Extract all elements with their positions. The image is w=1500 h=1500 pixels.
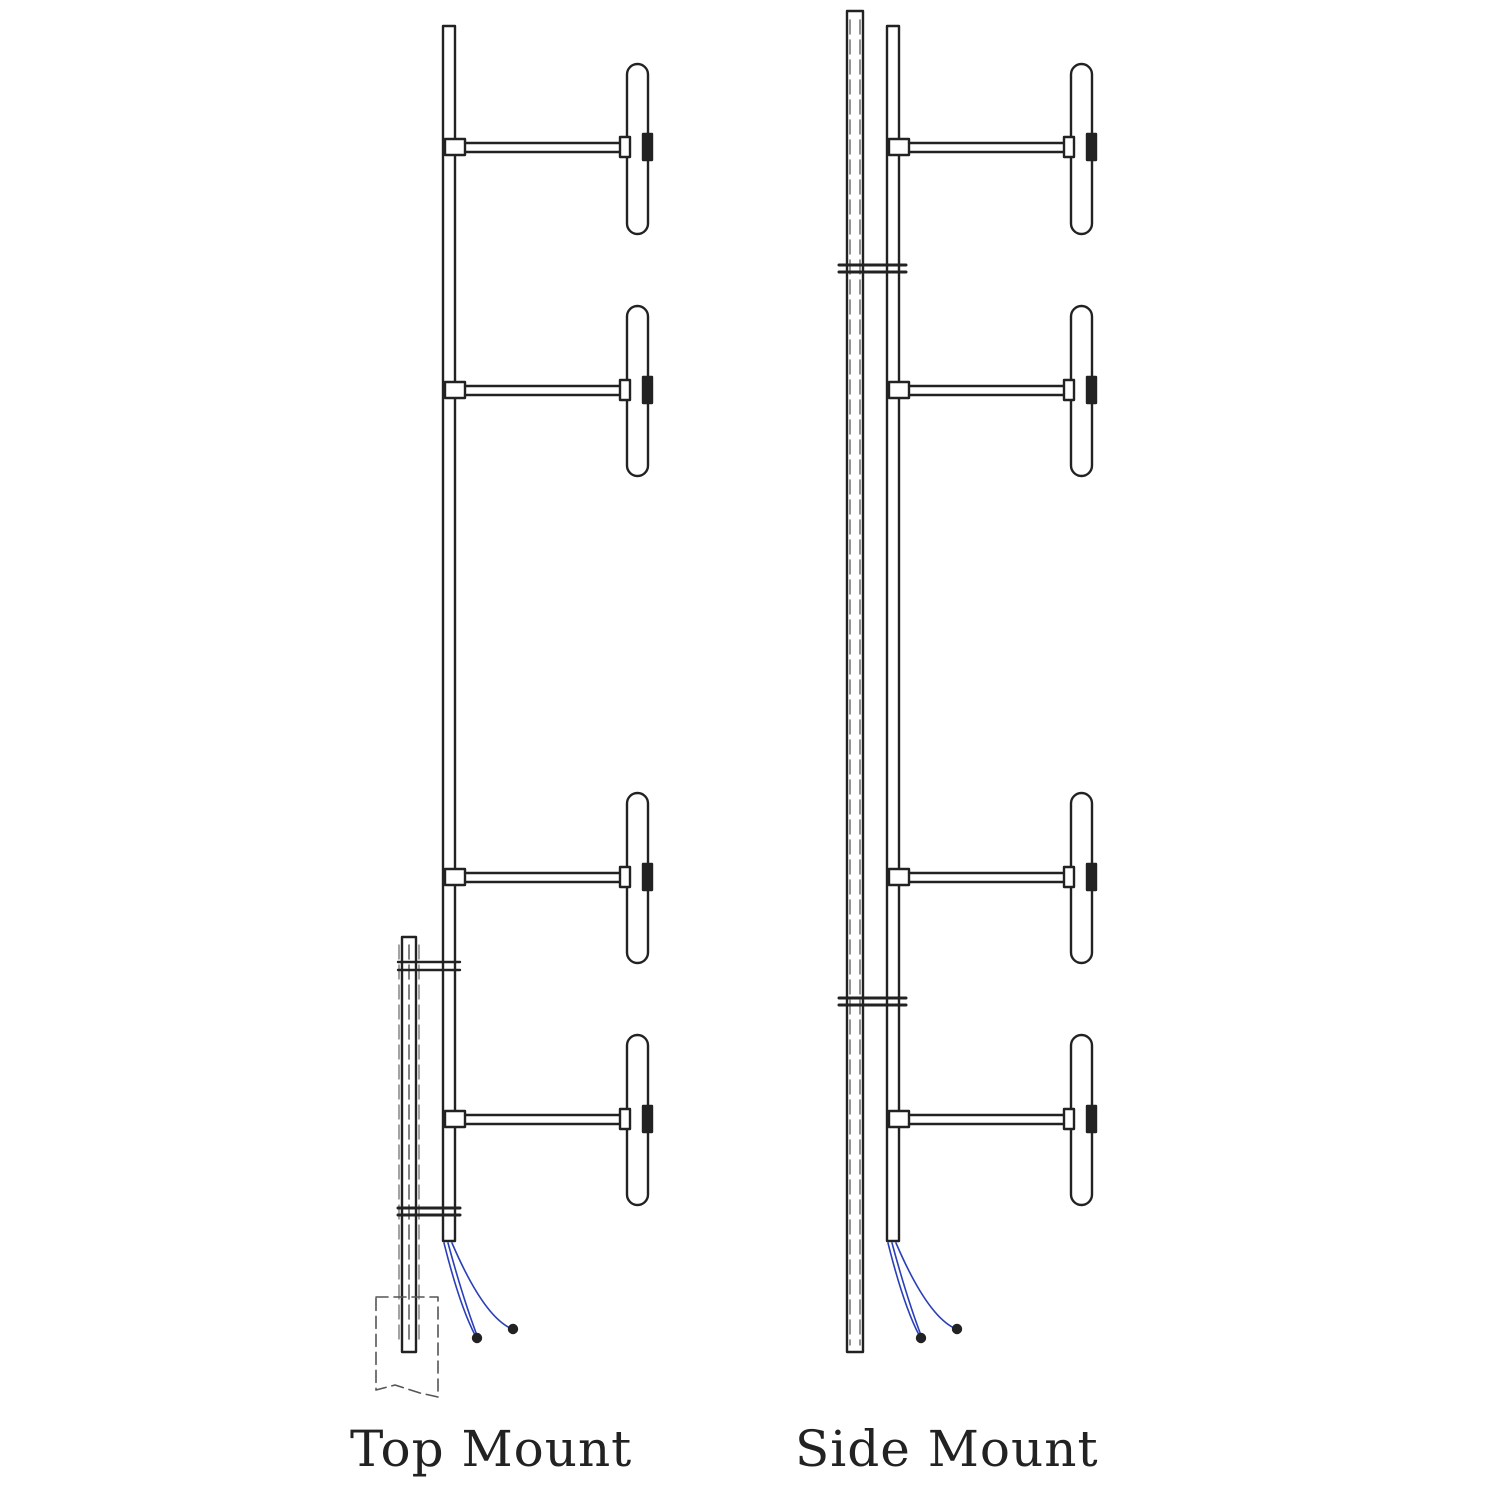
top-mount-dipole-4 <box>443 1033 654 1207</box>
top-mount-dipole-1 <box>443 62 654 236</box>
top-mount-dipole-2 <box>443 304 654 478</box>
top-mount-clamp-upper <box>396 960 462 972</box>
top-mount-dipole-3 <box>443 791 654 965</box>
side-mount-dipole-3 <box>887 791 1098 965</box>
top-mount-connector-2 <box>507 1323 519 1335</box>
top-mount-clamp-lower <box>396 1206 462 1217</box>
side-mount-array <box>837 9 1098 1354</box>
side-mount-clamp-upper <box>837 263 908 274</box>
top-mount-boom <box>441 24 457 1243</box>
side-mount-boom <box>885 24 901 1243</box>
side-mount-connector-2 <box>951 1323 963 1335</box>
side-mount-caption: Side Mount <box>795 1420 1099 1478</box>
top-mount-support-mast <box>375 935 439 1398</box>
side-mount-connector-1 <box>915 1332 927 1344</box>
side-mount-dipole-4 <box>887 1033 1098 1207</box>
top-mount-array <box>375 24 654 1398</box>
top-mount-caption: Top Mount <box>350 1420 633 1478</box>
side-mount-dipole-2 <box>887 304 1098 478</box>
top-mount-feed-cables <box>443 1242 511 1339</box>
side-mount-feed-cables <box>887 1242 955 1339</box>
side-mount-tower-leg <box>845 9 865 1354</box>
side-mount-dipole-1 <box>887 62 1098 236</box>
top-mount-connector-1 <box>471 1332 483 1344</box>
side-mount-clamp-lower <box>837 996 908 1007</box>
